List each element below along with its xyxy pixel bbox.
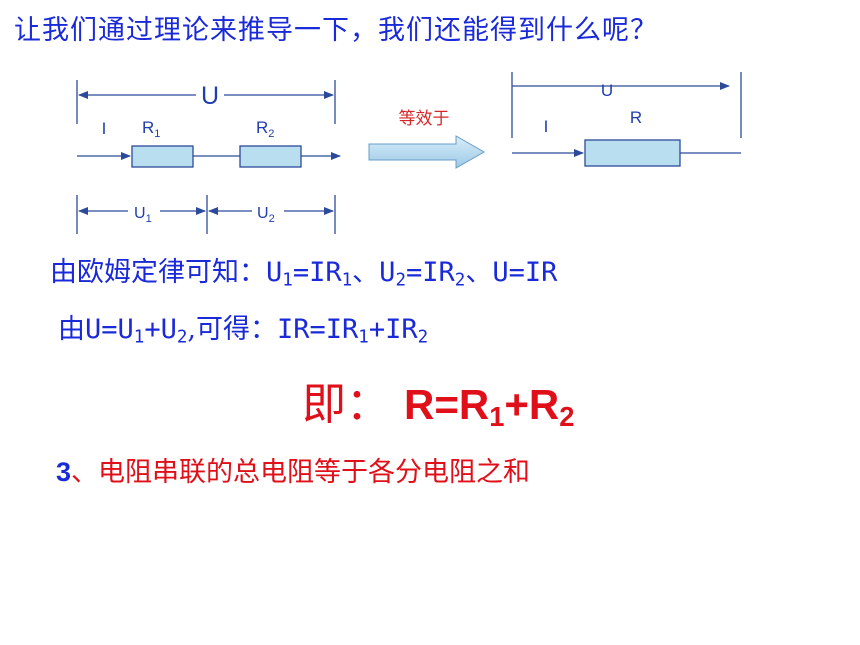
label-current-eq: I <box>544 117 549 136</box>
resistor-r <box>584 139 681 167</box>
resistor-r1 <box>131 145 194 168</box>
resistor-r2 <box>239 145 302 168</box>
label-u2: U2 <box>257 205 275 225</box>
series-circuit <box>76 80 341 234</box>
circuit-diagram: U I R1 R2 U1 U2 等效于 U I R <box>76 72 742 234</box>
equivalent-circuit <box>511 72 742 167</box>
label-r2: R2 <box>256 118 274 140</box>
conclusion-statement: 3、电阻串联的总电阻等于各分电阻之和 <box>56 457 531 488</box>
label-r1: R1 <box>142 118 160 140</box>
label-equivalent: 等效于 <box>399 109 450 129</box>
equivalent-arrow-icon <box>368 135 486 169</box>
label-r: R <box>630 108 642 127</box>
label-total-voltage: U <box>201 82 219 110</box>
label-u1: U1 <box>134 205 152 225</box>
ohm-law-line: 由欧姆定律可知：U1=IR1、U2=IR2、U=IR <box>50 257 558 291</box>
sum-derivation-line: 由U=U1+U2,可得：IR=IR1+IR2 <box>58 314 429 348</box>
page-title: 让我们通过理论来推导一下，我们还能得到什么呢？ <box>14 15 658 46</box>
label-current: I <box>102 119 107 138</box>
result-formula: 即： R=R1+R2 <box>302 379 575 432</box>
label-total-voltage-eq: U <box>601 81 613 100</box>
